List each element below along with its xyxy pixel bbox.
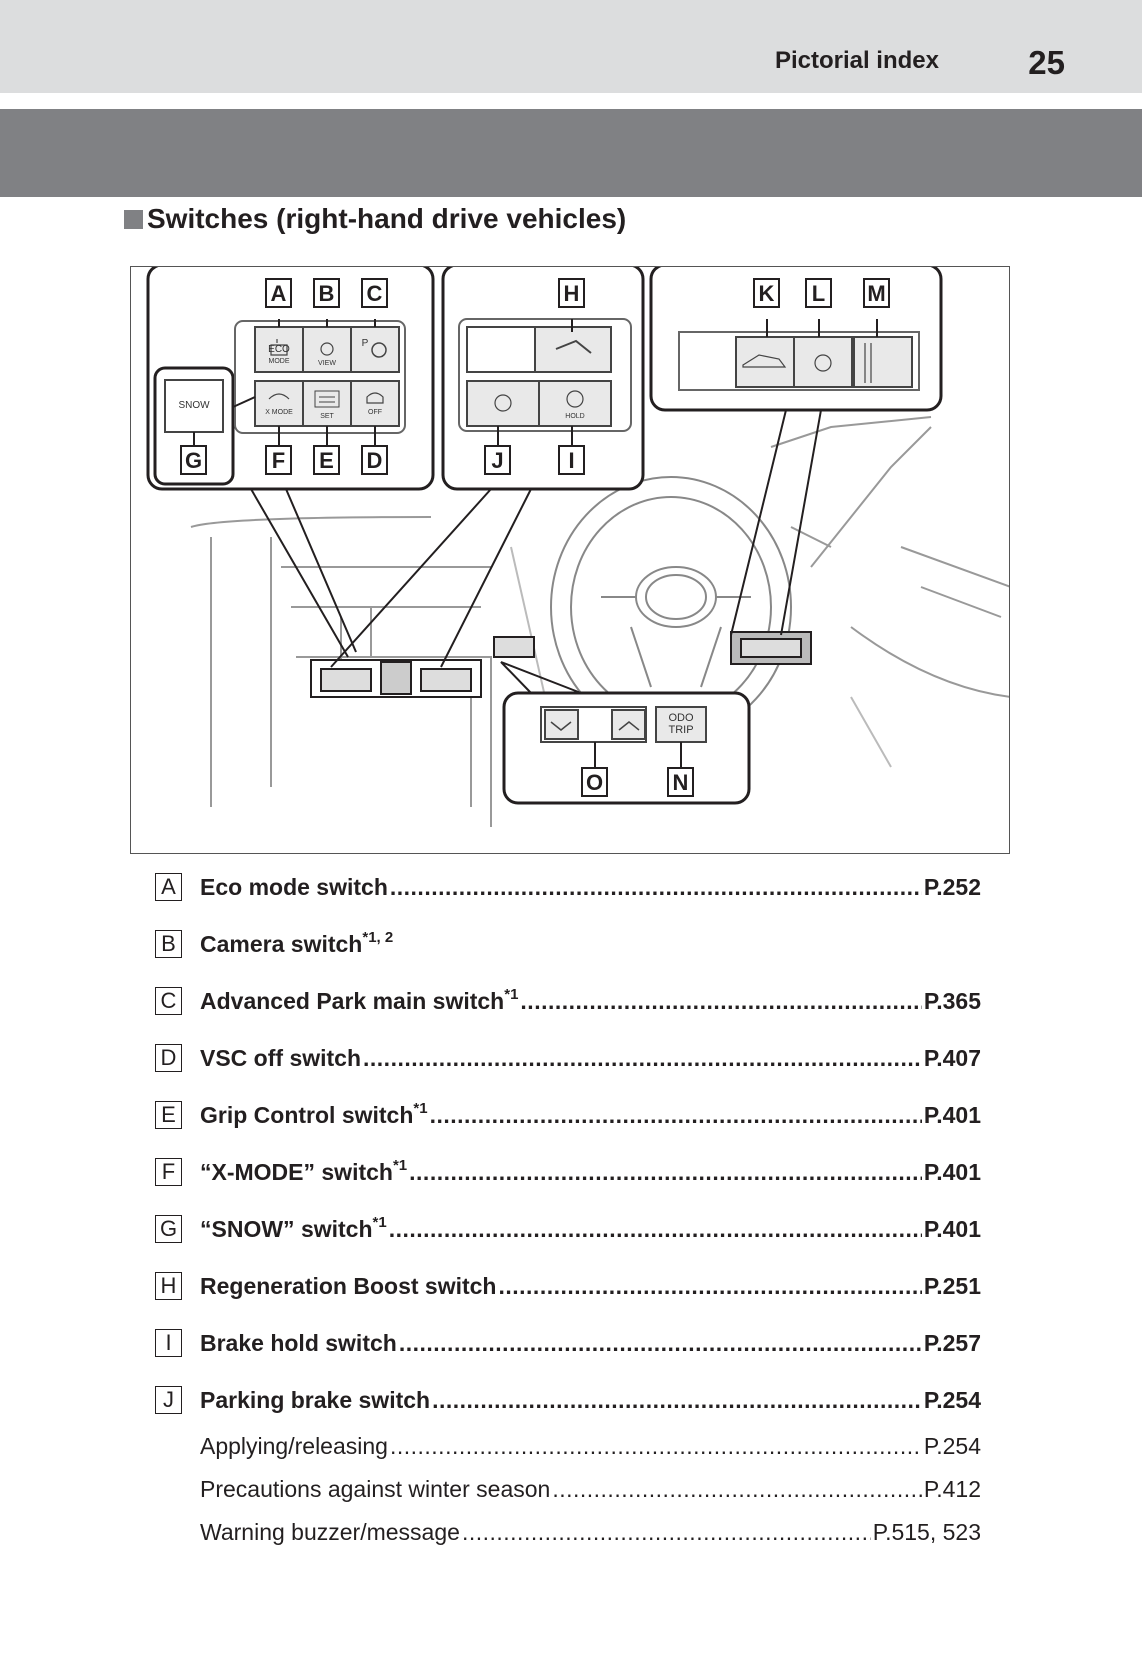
callout-letter-j: J xyxy=(484,445,511,475)
item-letter: B xyxy=(155,930,182,958)
leader-dots xyxy=(498,1273,921,1300)
item-page-link[interactable]: P.257 xyxy=(923,1329,981,1356)
callout-letter-m: M xyxy=(863,278,890,308)
trip-switch-text: TRIP xyxy=(668,724,694,736)
item-page-link[interactable]: P.254 xyxy=(923,1386,981,1413)
leader-dots xyxy=(363,1045,922,1072)
item-label: Brake hold switch xyxy=(200,1329,397,1356)
leader-dots xyxy=(390,874,922,901)
list-item: F “X-MODE” switch*1 P.401 xyxy=(155,1157,981,1187)
leader-dots xyxy=(389,1216,922,1243)
view-switch-text: VIEW xyxy=(318,360,336,367)
sub-list-item: Applying/releasing P.254 xyxy=(155,1431,981,1461)
sub-list-item: Precautions against winter season P.412 xyxy=(155,1474,981,1504)
item-letter: G xyxy=(155,1215,182,1243)
section-title-text: Switches (right-hand drive vehicles) xyxy=(147,203,627,234)
callout-letter-i: I xyxy=(558,445,585,475)
sub-item-label: Warning buzzer/message xyxy=(200,1518,460,1545)
item-label: Regeneration Boost switch xyxy=(200,1272,497,1299)
callout-letter-a: A xyxy=(265,278,292,308)
list-item: H Regeneration Boost switch P.251 xyxy=(155,1271,981,1301)
callout-letter-k: K xyxy=(753,278,780,308)
odo-switch-text: ODO xyxy=(668,712,694,724)
p-switch-text: P xyxy=(361,338,369,349)
sub-item-page-link[interactable]: P.254 xyxy=(923,1432,981,1459)
callout-letter-l: L xyxy=(805,278,832,308)
header-band xyxy=(0,0,1142,93)
leader-dots xyxy=(409,1159,922,1186)
sub-item-page-link[interactable]: P.515, 523 xyxy=(872,1518,981,1545)
item-page-link[interactable]: P.401 xyxy=(923,1101,981,1128)
list-item: I Brake hold switch P.257 xyxy=(155,1328,981,1358)
callout-letter-e: E xyxy=(313,445,340,475)
callout-letter-b: B xyxy=(313,278,340,308)
item-page-link[interactable]: P.401 xyxy=(923,1158,981,1185)
list-item: G “SNOW” switch*1 P.401 xyxy=(155,1214,981,1244)
callout-letter-d: D xyxy=(361,445,388,475)
callout-letter-h: H xyxy=(558,278,585,308)
leader-dots xyxy=(430,1102,922,1129)
item-label: Camera switch*1, 2 xyxy=(200,928,394,957)
switches-illustration: A B C H K L M G F E D J I O N ECO MODE V… xyxy=(130,266,1010,854)
xmode-switch-text: X MODE xyxy=(265,409,293,416)
item-letter: I xyxy=(155,1329,182,1357)
item-label: “X-MODE” switch*1 xyxy=(200,1156,408,1185)
list-item: D VSC off switch P.407 xyxy=(155,1043,981,1073)
item-page-link[interactable]: P.251 xyxy=(923,1272,981,1299)
list-item: A Eco mode switch P.252 xyxy=(155,872,981,902)
callout-letter-o: O xyxy=(581,767,608,797)
item-label: Advanced Park main switch*1 xyxy=(200,985,519,1014)
callout-letter-g: G xyxy=(180,445,207,475)
item-label: VSC off switch xyxy=(200,1044,362,1071)
item-letter: C xyxy=(155,987,182,1015)
set-switch-text: SET xyxy=(320,413,334,420)
item-letter: A xyxy=(155,873,182,901)
item-letter: H xyxy=(155,1272,182,1300)
item-label: “SNOW” switch*1 xyxy=(200,1213,387,1242)
chapter-band xyxy=(0,109,1142,197)
section-marker-icon xyxy=(124,209,143,229)
leader-dots xyxy=(520,988,921,1015)
leader-dots xyxy=(432,1387,922,1414)
item-page-link[interactable]: P.365 xyxy=(923,987,981,1014)
item-label: Grip Control switch*1 xyxy=(200,1099,428,1128)
item-letter: J xyxy=(155,1386,182,1414)
eco-switch-text: ECO xyxy=(268,344,290,355)
list-item: E Grip Control switch*1 P.401 xyxy=(155,1100,981,1130)
callout-letter-n: N xyxy=(667,767,694,797)
snow-switch-text: SNOW xyxy=(178,400,210,411)
item-label: Parking brake switch xyxy=(200,1386,431,1413)
item-page-link[interactable]: P.401 xyxy=(923,1215,981,1242)
leader-dots xyxy=(390,1433,922,1460)
off-switch-text: OFF xyxy=(368,409,382,416)
leader-dots xyxy=(552,1476,922,1503)
item-letter: E xyxy=(155,1101,182,1129)
item-page-link[interactable]: P.407 xyxy=(923,1044,981,1071)
callout-letter-c: C xyxy=(361,278,388,308)
sub-item-page-link[interactable]: P.412 xyxy=(923,1475,981,1502)
item-label: Eco mode switch xyxy=(200,873,388,900)
page-number: 25 xyxy=(1028,44,1065,81)
list-item: J Parking brake switch P.254 xyxy=(155,1385,981,1415)
header-title: Pictorial index xyxy=(774,47,939,74)
sub-item-label: Applying/releasing xyxy=(200,1432,388,1459)
leader-dots xyxy=(399,1330,922,1357)
callout-letter-f: F xyxy=(265,445,292,475)
sub-list-item: Warning buzzer/message P.515, 523 xyxy=(155,1517,981,1547)
leader-dots xyxy=(462,1519,871,1546)
list-item: B Camera switch*1, 2 xyxy=(155,929,981,959)
item-letter: D xyxy=(155,1044,182,1072)
item-page-link[interactable]: P.252 xyxy=(923,873,981,900)
list-item: C Advanced Park main switch*1 P.365 xyxy=(155,986,981,1016)
section-title: Switches (right-hand drive vehicles) xyxy=(124,203,626,235)
sub-item-label: Precautions against winter season xyxy=(200,1475,551,1502)
hold-switch-text: HOLD xyxy=(565,413,585,420)
mode-switch-text: MODE xyxy=(268,358,290,365)
item-letter: F xyxy=(155,1158,182,1186)
dashboard-drawing xyxy=(146,267,1009,827)
